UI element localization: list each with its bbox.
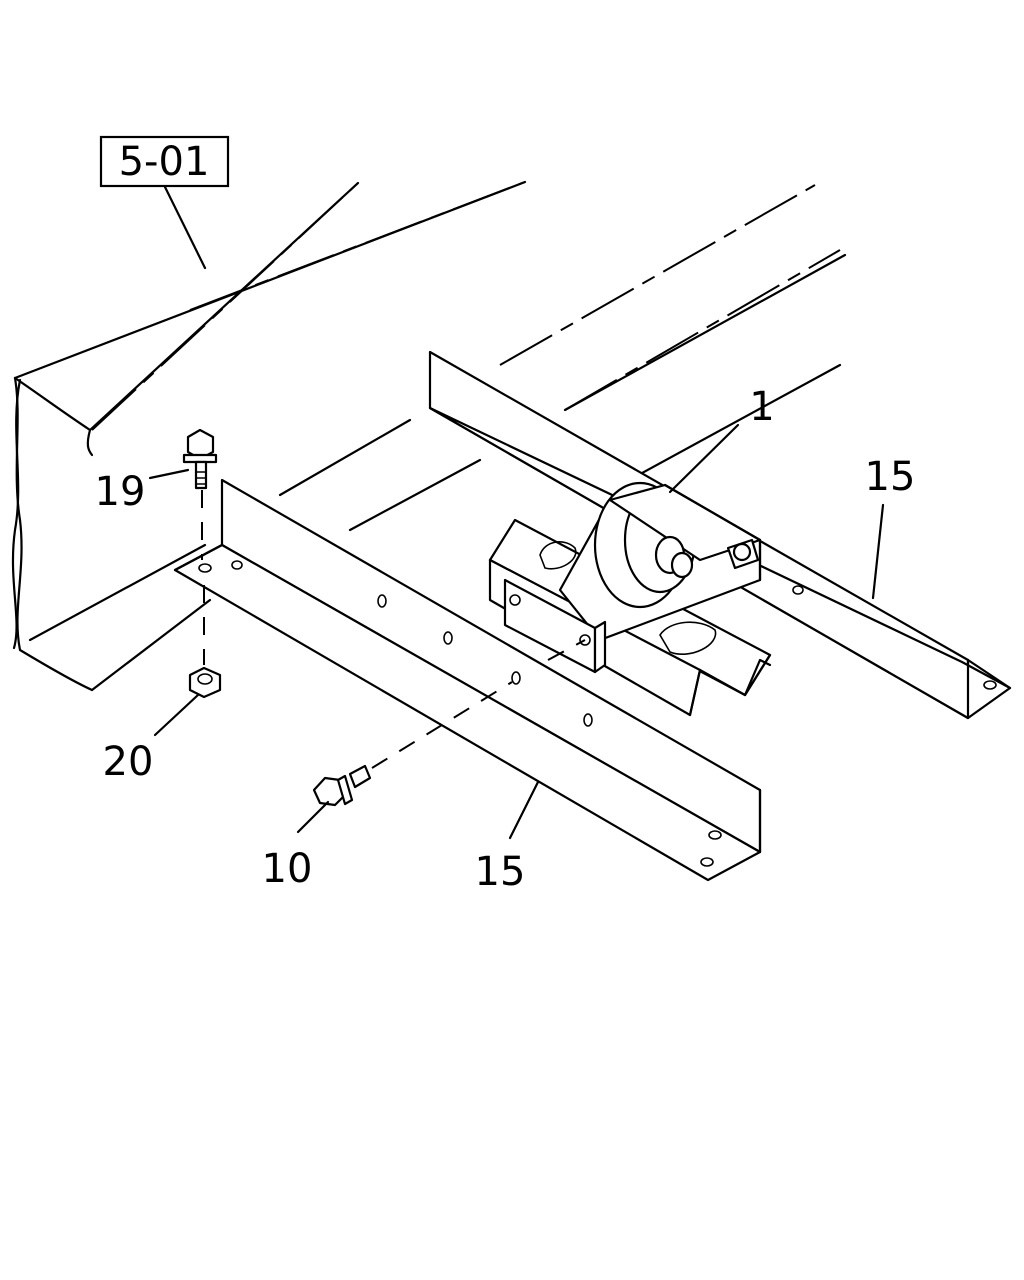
callout-part-10: 10 [262,846,313,892]
callout-part-1: 1 [749,384,774,430]
nut-20 [188,666,222,699]
angle-bracket-lower [173,478,762,882]
frame-rail-left [11,180,527,692]
callout-part-15-lower: 15 [475,849,526,895]
bolt-19 [182,428,218,665]
spare-tire-winch [503,481,762,674]
reference-box [99,135,230,188]
leader-lines [148,185,885,840]
callout-part-19: 19 [95,469,146,515]
callout-part-20: 20 [103,739,154,785]
callout-part-15-right: 15 [865,454,916,500]
reference-box-label: 5-01 [119,139,210,185]
bolt-10 [312,681,513,807]
